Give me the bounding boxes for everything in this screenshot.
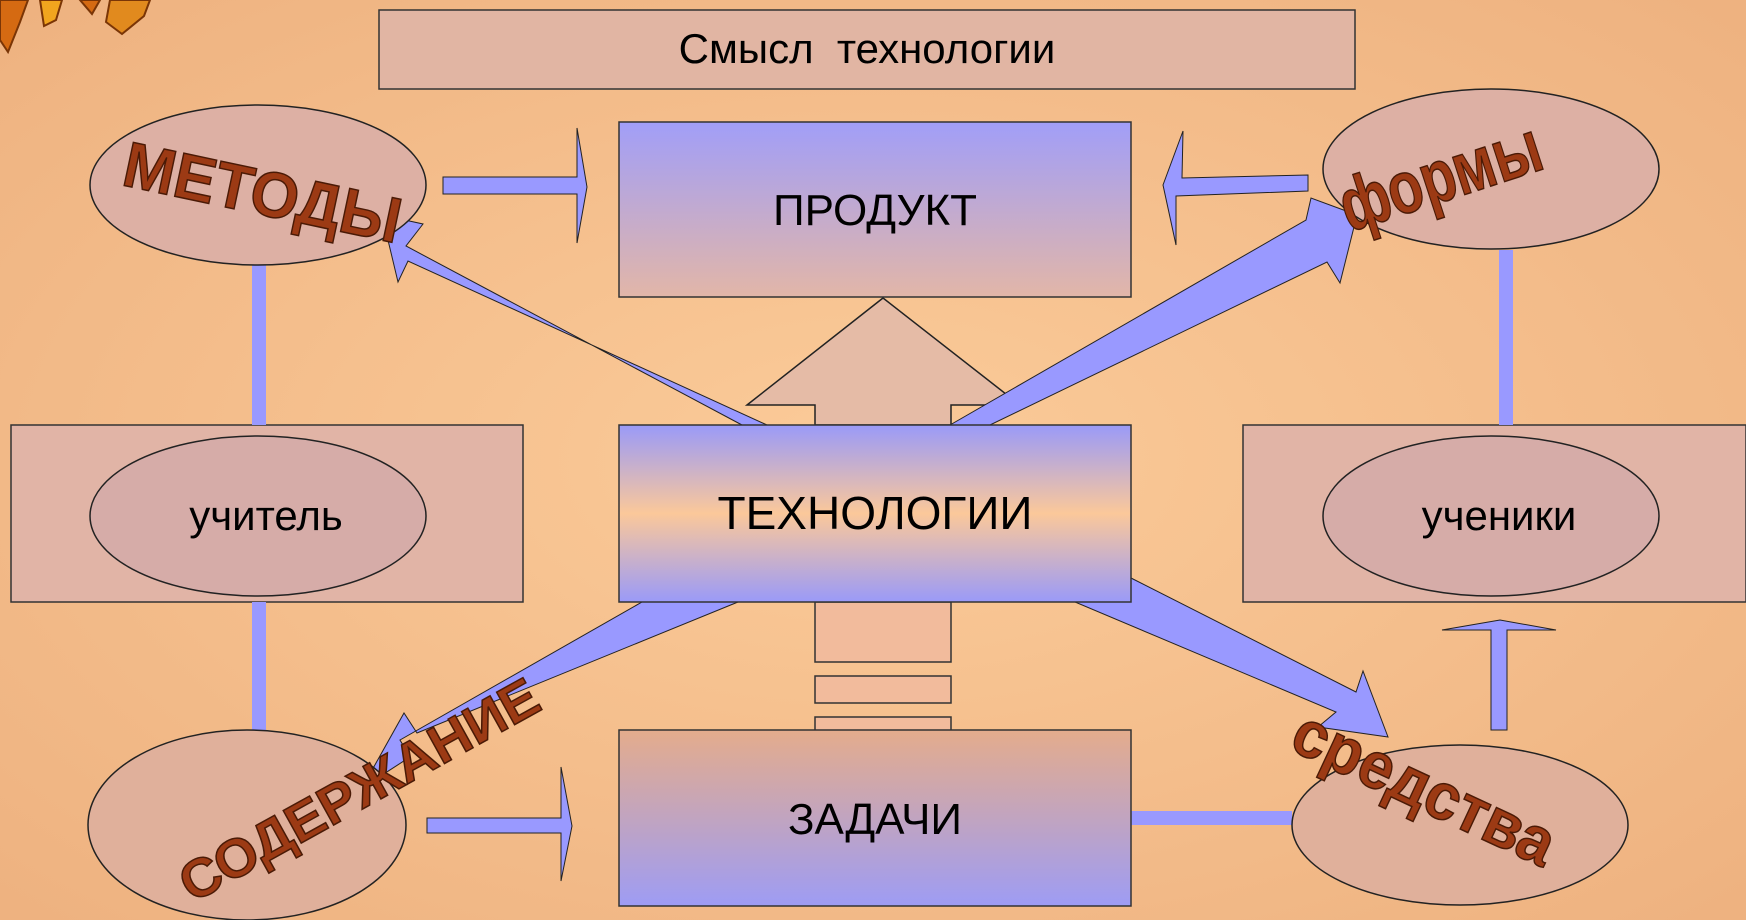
product-label: ПРОДУКТ xyxy=(773,186,977,235)
right-upper-connector xyxy=(1499,250,1513,425)
teacher-oval: учитель xyxy=(89,435,427,597)
stack-rect-2 xyxy=(814,675,952,704)
triangle-connector xyxy=(744,297,1023,426)
content-oval xyxy=(87,729,407,920)
arrow-means-to-students xyxy=(1441,619,1557,731)
title-text: Смысл технологии xyxy=(679,25,1056,72)
teacher-label: учитель xyxy=(189,492,342,539)
product-box: ПРОДУКТ xyxy=(618,121,1132,298)
forms-oval xyxy=(1322,88,1660,250)
arrow-content-to-tasks xyxy=(426,766,573,882)
left-upper-connector xyxy=(252,264,266,425)
technologies-label: ТЕХНОЛОГИИ xyxy=(718,487,1033,539)
arrow-to-content xyxy=(361,601,739,789)
technologies-box: ТЕХНОЛОГИИ xyxy=(618,424,1132,603)
stack-rect-3 xyxy=(814,716,952,732)
corner-decoration-icon xyxy=(0,0,152,55)
methods-oval xyxy=(89,104,427,266)
tasks-label: ЗАДАЧИ xyxy=(788,795,962,844)
arrow-to-methods xyxy=(381,214,768,426)
arrow-methods-to-product xyxy=(442,127,588,244)
arrow-forms-to-product xyxy=(1162,130,1309,246)
students-oval: ученики xyxy=(1322,435,1660,597)
means-oval xyxy=(1291,744,1629,906)
tasks-means-connector xyxy=(1130,811,1292,825)
tasks-box: ЗАДАЧИ xyxy=(618,729,1132,907)
left-lower-connector xyxy=(252,602,266,730)
arrow-to-means xyxy=(1073,577,1389,738)
title-box: Смысл технологии xyxy=(378,9,1356,90)
students-label: ученики xyxy=(1422,492,1577,539)
stack-rect-1 xyxy=(814,601,952,663)
arrow-to-forms xyxy=(948,197,1358,426)
